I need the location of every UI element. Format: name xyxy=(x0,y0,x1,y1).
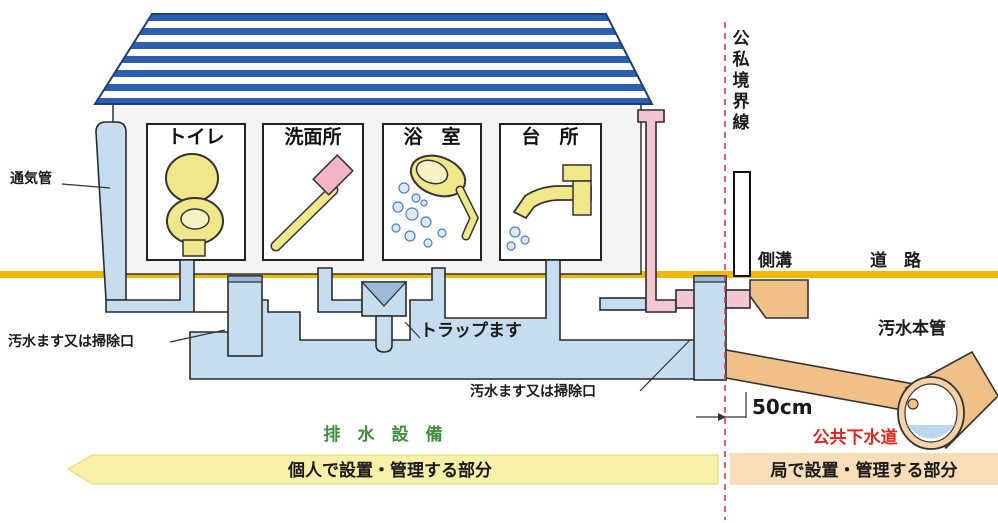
main-sewer-label: 汚水本管 xyxy=(878,318,946,339)
room-toilet-label: トイレ xyxy=(167,126,224,148)
main-sewer-pipe xyxy=(897,350,998,450)
room-bathroom: 浴 室 xyxy=(382,123,482,261)
connector-pipe xyxy=(599,297,647,311)
room-kitchen-label: 台 所 xyxy=(521,125,578,148)
room-washroom-label: 洗面所 xyxy=(284,125,341,148)
trap-leader xyxy=(404,321,421,339)
public-sewer-title: 公共下水道 xyxy=(813,427,898,448)
sewage-box-left-lid xyxy=(227,275,263,283)
sewage-box-right-leader xyxy=(639,339,691,392)
vent-leader xyxy=(61,183,111,189)
road-label: 道 路 xyxy=(870,250,922,271)
faucet-icon xyxy=(506,164,592,251)
sewage-box-left-label: 汚水ます又は掃除口 xyxy=(8,333,134,350)
boundary-label: 公私境界線 xyxy=(733,29,750,133)
sewage-box-left-leader xyxy=(169,329,226,343)
room-bathroom-label: 浴 室 xyxy=(403,125,460,148)
shower-icon xyxy=(391,154,479,248)
sewage-box-right-label: 汚水ます又は掃除口 xyxy=(470,383,596,400)
room-washroom: 洗面所 xyxy=(262,123,364,261)
private-connector xyxy=(675,289,697,309)
distance-arrow xyxy=(718,413,726,421)
sewage-box-left xyxy=(227,275,263,357)
boundary-label-text: 公私境界線 xyxy=(733,29,750,133)
vent-pipe xyxy=(95,121,127,301)
sewage-box-right xyxy=(693,275,727,381)
room-toilet: トイレ xyxy=(146,123,246,261)
vent-pipe-label: 通気管 xyxy=(10,170,52,187)
side-gutter xyxy=(733,171,809,319)
drainage-facility-title: 排 水 設 備 xyxy=(324,424,443,445)
toothbrush-icon xyxy=(270,154,354,252)
toilet-icon xyxy=(165,153,224,257)
trap-label: トラップます xyxy=(420,320,522,341)
private-part-label: 個人で設置・管理する部分 xyxy=(287,460,492,481)
house-roof xyxy=(93,13,654,105)
trap-box xyxy=(360,281,408,353)
public-part-band: 局で設置・管理する部分 xyxy=(730,453,998,485)
gutter-label: 側溝 xyxy=(757,250,792,271)
distance-label: 50cm xyxy=(752,395,813,419)
private-drain-pipe xyxy=(637,109,677,313)
room-kitchen: 台 所 xyxy=(499,123,602,261)
gutter-connector xyxy=(725,289,751,309)
sewage-box-right-lid xyxy=(693,275,727,283)
private-part-band: 個人で設置・管理する部分 xyxy=(67,454,719,485)
public-part-label: 局で設置・管理する部分 xyxy=(771,460,958,481)
